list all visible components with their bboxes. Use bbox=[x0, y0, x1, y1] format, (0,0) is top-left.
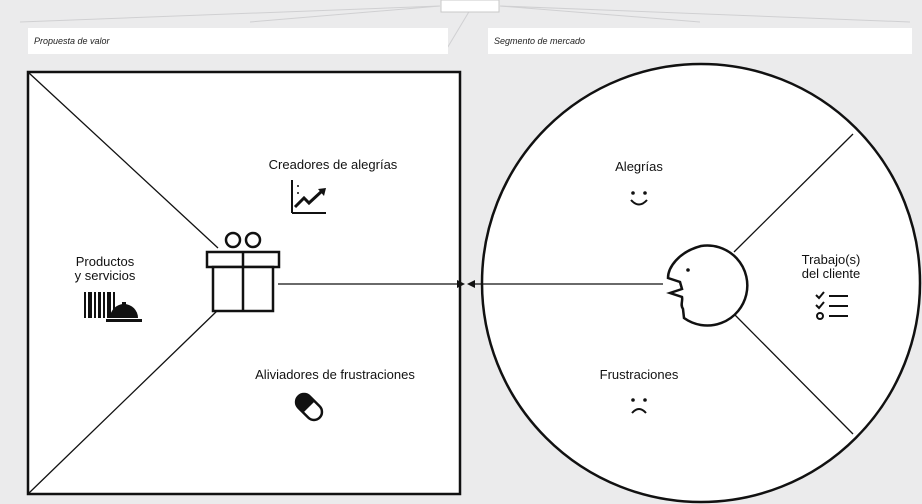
jobs-label-line1: Trabajo(s) bbox=[801, 252, 861, 267]
value-proposition-header: Propuesta de valor bbox=[28, 28, 448, 54]
square-diagonal-top bbox=[28, 72, 219, 249]
smile-icon bbox=[630, 191, 648, 206]
products-label-line1: Productos bbox=[75, 254, 135, 269]
arrow-head-left bbox=[467, 280, 475, 288]
jobs-label-line2: del cliente bbox=[801, 266, 861, 281]
top-tab bbox=[440, 0, 500, 13]
circle-divider-bottom bbox=[733, 313, 854, 435]
frown-icon bbox=[631, 398, 647, 414]
products-label-line2: y servicios bbox=[74, 268, 136, 283]
rising-chart-icon bbox=[291, 180, 326, 214]
pill-icon bbox=[294, 392, 324, 422]
gift-icon bbox=[205, 231, 281, 313]
gain-creators-label: Creadores de alegrías bbox=[268, 157, 398, 172]
square-diagonal-bottom bbox=[28, 309, 219, 494]
circle-divider-top bbox=[733, 133, 854, 253]
pain-relievers-label: Aliviadores de frustraciones bbox=[255, 367, 415, 382]
checklist-icon bbox=[815, 291, 848, 320]
barcode-cloche-icon bbox=[84, 292, 142, 322]
customer-segment-header: Segmento de mercado bbox=[488, 28, 912, 54]
pains-label: Frustraciones bbox=[599, 367, 679, 382]
face-profile-icon bbox=[666, 244, 749, 327]
gains-label: Alegrías bbox=[615, 159, 663, 174]
arrow-head-right bbox=[457, 280, 465, 288]
